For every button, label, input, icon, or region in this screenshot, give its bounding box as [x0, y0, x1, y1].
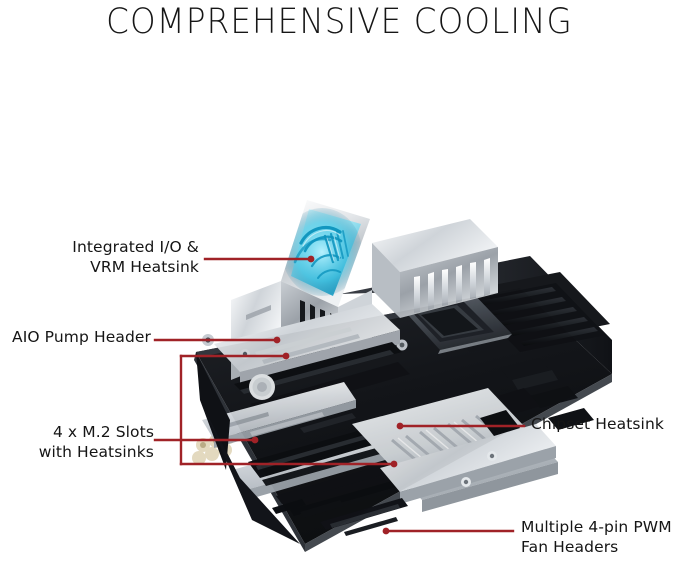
board-shading: [196, 288, 612, 544]
rog-eye-logo: [293, 225, 349, 279]
callout-m2-slots: 4 x M.2 Slots with Heatsinks: [38, 423, 154, 461]
callout-chipset-heatsink: Chipset Heatsink: [531, 415, 664, 433]
callout-fan-headers: Multiple 4-pin PWM Fan Headers: [521, 518, 672, 556]
vrm-heatsink: [372, 219, 498, 318]
page-title: COMPREHENSIVE COOLING: [106, 2, 573, 42]
callout-aio-pump-header: AIO Pump Header: [11, 328, 151, 346]
right-edge-connectors: [480, 358, 594, 436]
fan-headers: [272, 498, 408, 536]
chipset-heatsink: [352, 388, 558, 512]
callout-integrated-io-vrm-heatsink: Integrated I/O & VRM Heatsink: [72, 238, 199, 276]
